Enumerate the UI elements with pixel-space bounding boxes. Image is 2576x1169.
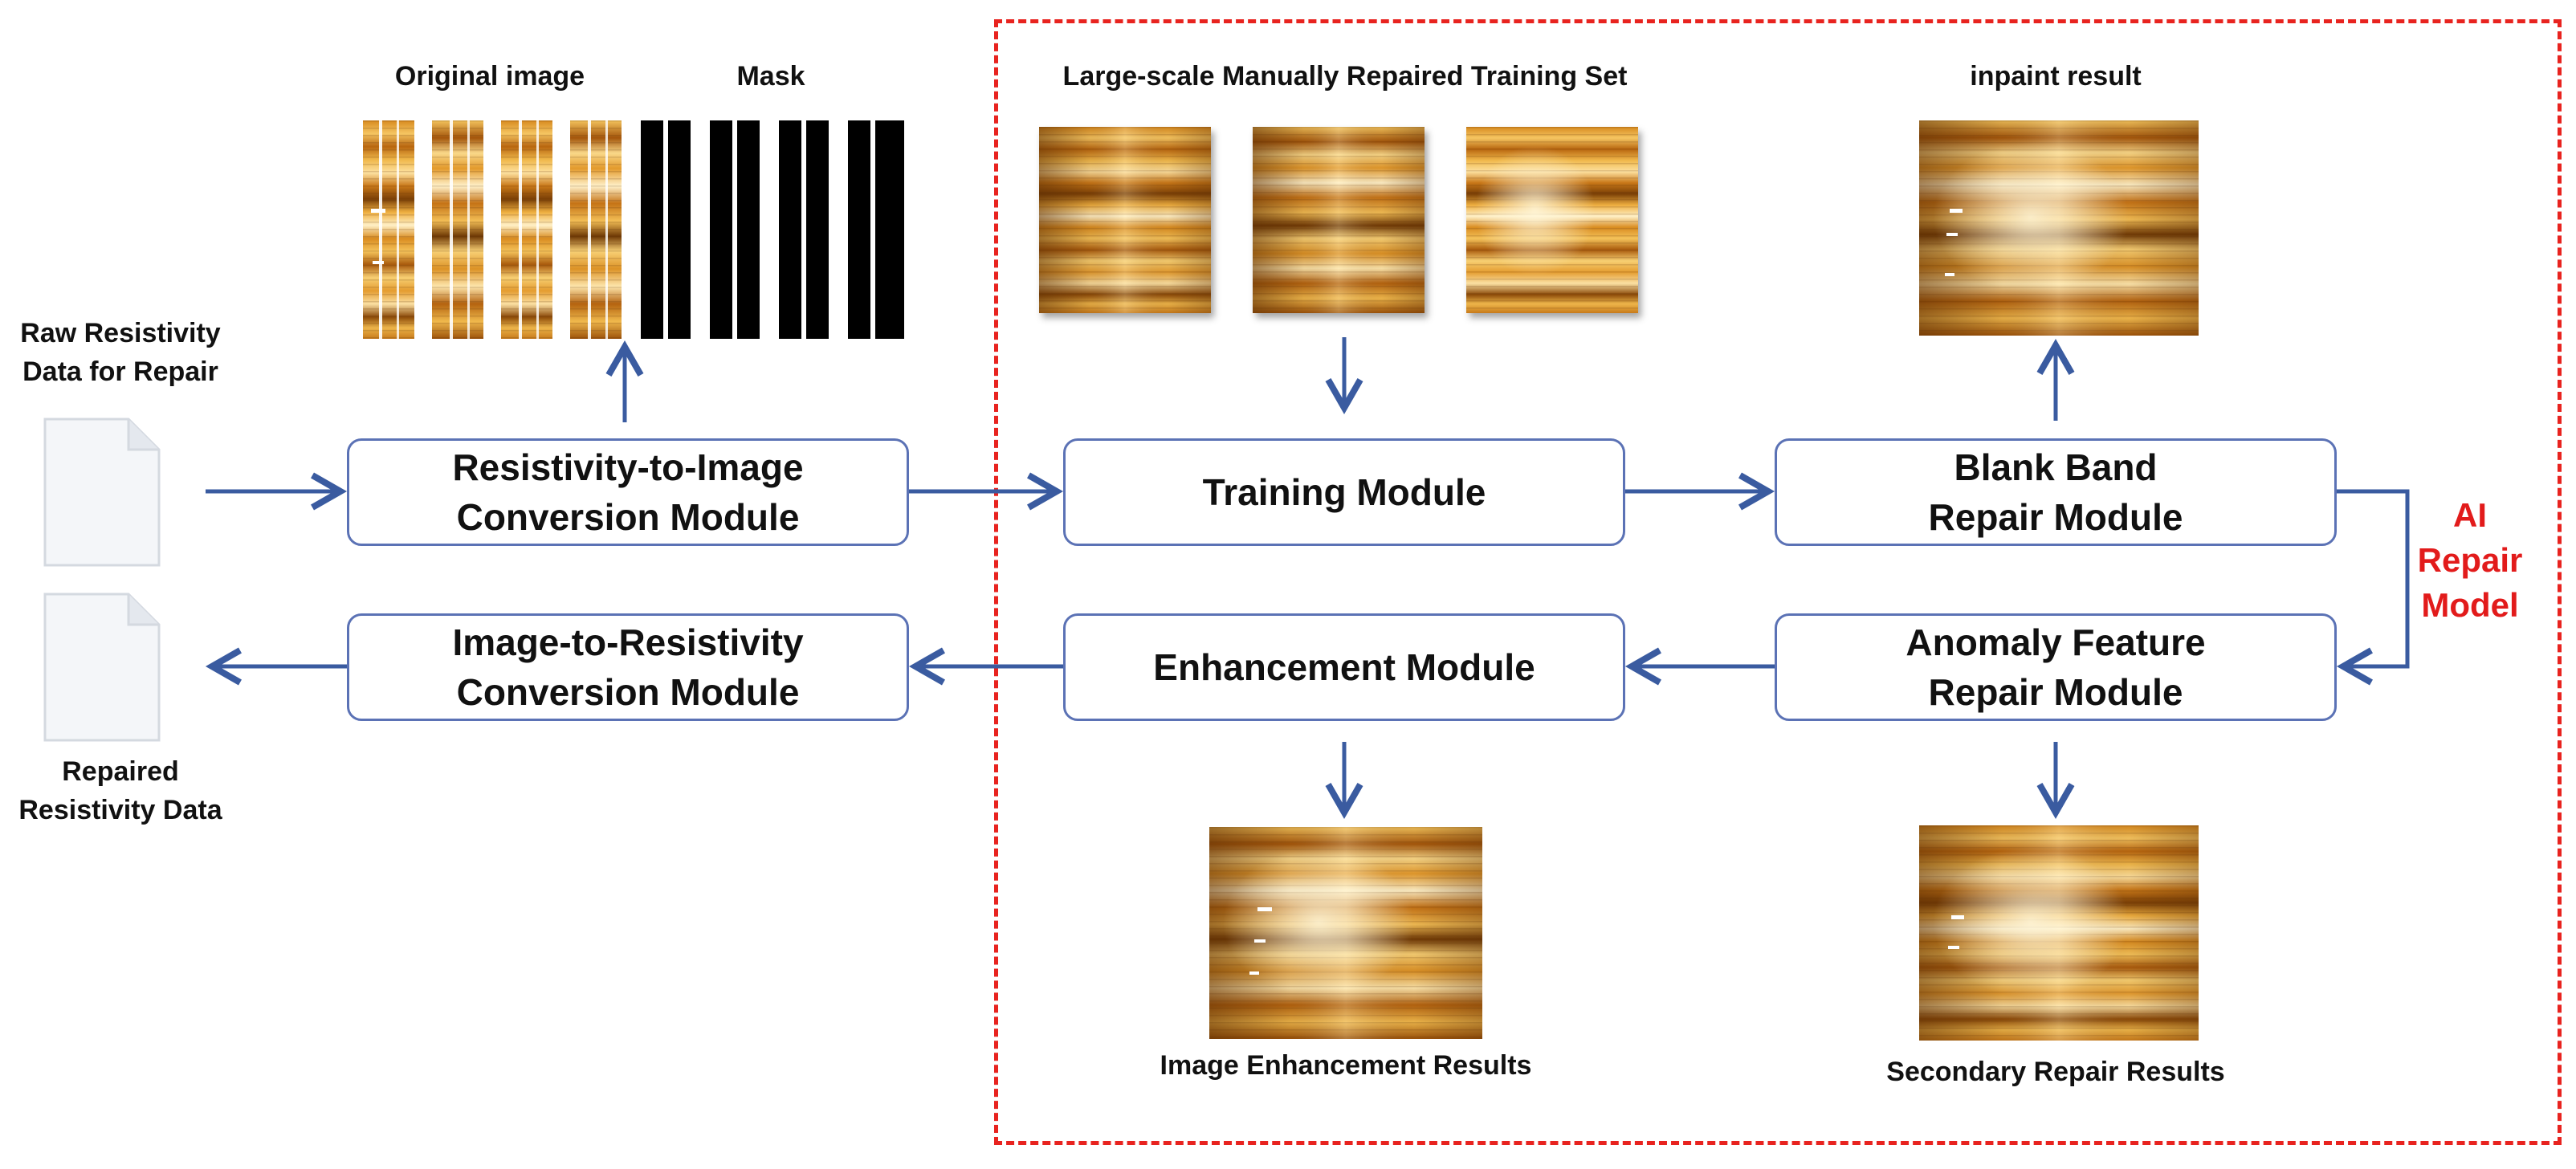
inpaint-result-label: inpaint result [1970,61,2142,92]
raw-data-label-line2: Data for Repair [22,356,218,387]
mask-image [639,120,907,339]
original-image-label: Original image [394,61,585,92]
training-set-label: Large-scale Manually Repaired Training S… [1062,61,1628,92]
enhancement-results-label: Image Enhancement Results [1160,1050,1532,1081]
training-module-label: Training Module [1202,471,1486,513]
blank-line2: Repair Module [1928,496,2183,538]
repaired-data-document-icon [42,591,162,743]
ai-label-line2: Repair [2417,541,2523,579]
anomaly-line2: Repair Module [1928,671,2183,713]
ai-label-line1: AI [2453,496,2487,534]
ai-label-line3: Model [2421,586,2519,624]
original-image [363,120,625,339]
enhancement-module-label: Enhancement Module [1153,646,1535,688]
secondary-repair-image [1919,825,2199,1041]
r2i-line1: Resistivity-to-Image [452,446,804,488]
training-sample-2 [1253,127,1425,313]
training-sample-3 [1466,127,1638,313]
raw-data-label-line1: Raw Resistivity [20,318,221,348]
inpaint-result-image [1919,120,2199,336]
r2i-line2: Conversion Module [456,496,800,538]
raw-data-document-icon [42,416,162,568]
repaired-data-label-line2: Resistivity Data [18,795,222,825]
ai-repair-model-region [994,19,2562,1145]
enhancement-result-image [1209,827,1482,1039]
blank-line1: Blank Band [1954,446,2158,488]
enhancement-module: Enhancement Module [1063,613,1625,721]
anomaly-line1: Anomaly Feature [1906,621,2206,663]
i2r-line2: Conversion Module [456,671,800,713]
training-sample-1 [1039,127,1211,313]
training-module: Training Module [1063,438,1625,546]
mask-label: Mask [736,61,805,92]
secondary-results-label: Secondary Repair Results [1886,1057,2225,1087]
i2r-line1: Image-to-Resistivity [452,621,804,663]
repaired-data-label-line1: Repaired [62,756,179,787]
